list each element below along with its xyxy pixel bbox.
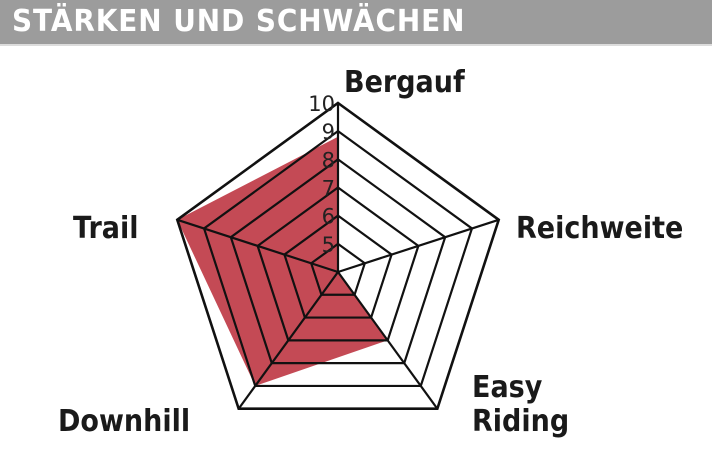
scale-tick-label: 8 <box>322 148 335 172</box>
grid-spoke <box>337 218 500 274</box>
axis-label-easy-riding: Easy Riding <box>472 371 569 439</box>
radar-grid <box>175 101 501 411</box>
axis-label-easy-line2: Riding <box>472 404 570 439</box>
scale-tick-label: 10 <box>308 92 335 116</box>
axis-label-reichweite: Reichweite <box>516 211 684 246</box>
axis-label-trail: Trail <box>73 211 139 246</box>
grid-spoke <box>237 271 339 410</box>
grid-ring <box>309 242 367 296</box>
grid-ring <box>283 214 393 319</box>
header-bar: STÄRKEN UND SCHWÄCHEN <box>0 0 712 44</box>
axis-label-easy-line1: Easy <box>472 370 543 405</box>
scale-ticks: 5 6 7 8 9 10 <box>308 92 335 257</box>
grid-ring <box>202 129 474 388</box>
series-area <box>177 136 388 386</box>
grid-spoke <box>176 218 339 274</box>
chart-title: STÄRKEN UND SCHWÄCHEN <box>12 4 466 39</box>
grid-ring <box>256 186 420 342</box>
scale-tick-label: 9 <box>322 120 335 144</box>
axis-label-bergauf: Bergauf <box>344 65 465 100</box>
grid-ring <box>229 157 447 365</box>
scale-tick-label: 5 <box>322 233 335 257</box>
grid-spoke <box>337 271 439 410</box>
header-divider <box>0 44 712 46</box>
grid-ring <box>175 101 501 411</box>
series-polygon <box>177 136 388 386</box>
scale-tick-label: 7 <box>322 177 335 201</box>
scale-tick-label: 6 <box>322 205 335 229</box>
axis-label-downhill: Downhill <box>58 404 191 439</box>
